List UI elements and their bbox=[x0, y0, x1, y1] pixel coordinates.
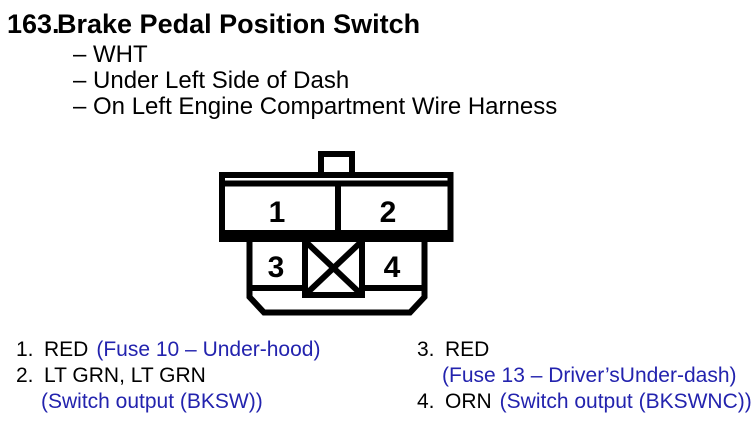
legend-pin1-number: 1. bbox=[16, 338, 34, 361]
legend-item-pin2: 2. LT GRN, LT GRN bbox=[16, 363, 320, 389]
legend-pin1-wire: RED bbox=[44, 338, 89, 361]
detail-item-color: – WHT bbox=[73, 41, 148, 68]
pin1-label: 1 bbox=[269, 196, 286, 229]
connector-tab bbox=[318, 151, 355, 177]
legend-pin4-note: (Switch output (BKSWNC)) bbox=[499, 390, 751, 413]
keyway-cross-line-2 bbox=[302, 238, 365, 298]
legend-pin3-number: 3. bbox=[417, 338, 435, 361]
page-title: Brake Pedal Position Switch bbox=[57, 9, 421, 39]
pin3-label: 3 bbox=[268, 251, 285, 284]
connector-diagram: 1 2 3 4 bbox=[210, 140, 465, 330]
legend-pin1-note: (Fuse 10 – Under-hood) bbox=[96, 338, 321, 361]
pin-legend-left: 1. RED (Fuse 10 – Under-hood) 2. LT GRN,… bbox=[16, 337, 320, 415]
legend-pin2-note: (Switch output (BKSW)) bbox=[41, 390, 263, 413]
legend-pin3-wire: RED bbox=[445, 338, 490, 361]
detail-item-harness: – On Left Engine Compartment Wire Harnes… bbox=[73, 93, 558, 120]
legend-item-pin2-note-line: (Switch output (BKSW)) bbox=[16, 389, 320, 415]
section-number: 163. bbox=[7, 9, 60, 39]
legend-item-pin1: 1. RED (Fuse 10 – Under-hood) bbox=[16, 337, 320, 363]
pin-legend-right: 3. RED (Fuse 13 – Driver’sUnder-dash) 4.… bbox=[417, 337, 751, 415]
legend-pin4-wire: ORN bbox=[445, 390, 492, 413]
legend-item-pin4: 4. ORN (Switch output (BKSWNC)) bbox=[417, 389, 751, 415]
detail-list: – WHT – Under Left Side of Dash – On Lef… bbox=[73, 42, 557, 120]
legend-pin4-number: 4. bbox=[417, 390, 435, 413]
legend-pin3-note: (Fuse 13 – Driver’sUnder-dash) bbox=[442, 364, 737, 387]
connector-drawing: 1 2 3 4 bbox=[219, 151, 454, 316]
pin4-label: 4 bbox=[384, 251, 401, 284]
legend-item-pin3-note-line: (Fuse 13 – Driver’sUnder-dash) bbox=[417, 363, 751, 389]
legend-pin2-wire: LT GRN, LT GRN bbox=[44, 364, 206, 387]
legend-pin2-number: 2. bbox=[16, 364, 34, 387]
detail-item-location: – Under Left Side of Dash bbox=[73, 67, 350, 94]
pin2-label: 2 bbox=[380, 196, 397, 229]
legend-item-pin3: 3. RED bbox=[417, 337, 751, 363]
keyway-box bbox=[302, 240, 365, 298]
section-heading: 163. Brake Pedal Position Switch bbox=[7, 7, 420, 41]
